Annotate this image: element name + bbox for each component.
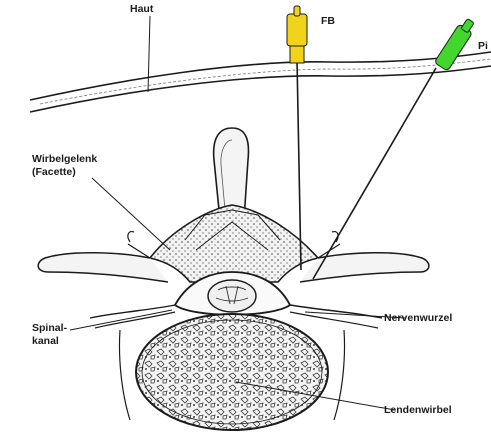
fb-needle: [287, 6, 307, 270]
label-nervenwurzel: Nervenwurzel: [384, 312, 452, 325]
label-lendenwirbel: Lendenwirbel: [384, 404, 452, 417]
label-fb: FB: [321, 15, 335, 28]
label-wirbelgelenk: Wirbelgelenk (Facette): [32, 153, 97, 179]
label-spinalkanal: Spinal- kanal: [32, 322, 67, 348]
vertebral-arch: [150, 205, 318, 282]
vertebral-body: [119, 314, 344, 430]
label-haut: Haut: [130, 3, 153, 16]
label-pi: Pi: [478, 40, 488, 53]
skin-layer: [30, 52, 491, 112]
